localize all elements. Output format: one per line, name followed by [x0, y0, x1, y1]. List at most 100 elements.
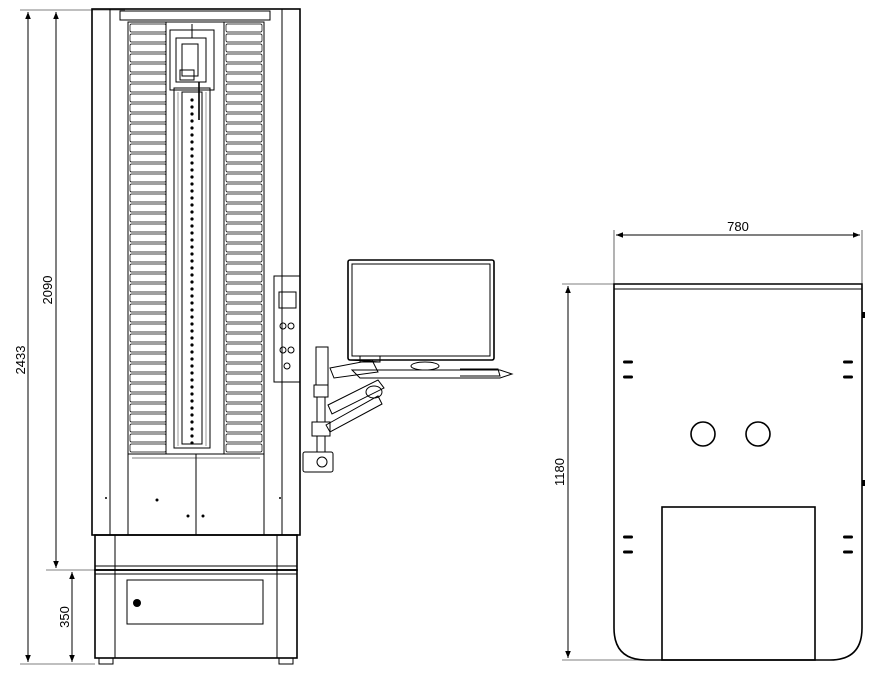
- scale-dot: [190, 231, 194, 235]
- scale-dot: [190, 378, 194, 382]
- scale-dot: [190, 301, 194, 305]
- vent-slat: [129, 83, 167, 93]
- vent-slat: [225, 303, 263, 313]
- vent-slat: [225, 373, 263, 383]
- vent-slat: [225, 153, 263, 163]
- mounting-hole: [690, 421, 716, 447]
- slot: [843, 375, 853, 379]
- scale-dot: [190, 308, 194, 312]
- vent-slat: [129, 143, 167, 153]
- vent-slat: [225, 183, 263, 193]
- control-panel: [273, 275, 301, 383]
- vent-slat: [129, 373, 167, 383]
- vent-slat: [225, 253, 263, 263]
- vent-slat: [225, 203, 263, 213]
- scale-dot: [190, 315, 194, 319]
- scale-dot: [190, 154, 194, 158]
- scale-dot: [190, 434, 194, 438]
- scale-markings: [190, 98, 194, 445]
- scale-dot: [190, 175, 194, 179]
- vent-slat: [129, 293, 167, 303]
- vent-slat: [129, 33, 167, 43]
- vent-slat: [129, 303, 167, 313]
- vent-slat: [225, 313, 263, 323]
- scale-dot: [190, 364, 194, 368]
- machine-front-view: [91, 8, 514, 665]
- vent-slat: [225, 353, 263, 363]
- vent-slat: [225, 273, 263, 283]
- vent-slat: [129, 63, 167, 73]
- vent-slat: [129, 223, 167, 233]
- vent-slat: [129, 403, 167, 413]
- vent-slat: [129, 133, 167, 143]
- scale-dot: [190, 182, 194, 186]
- scale-dot: [190, 420, 194, 424]
- vent-slat: [225, 33, 263, 43]
- vent-slat: [225, 143, 263, 153]
- scale-dot: [190, 266, 194, 270]
- vent-slat: [225, 83, 263, 93]
- scale-dot: [190, 133, 194, 137]
- dimension-overall-height: 2433: [13, 9, 125, 665]
- vent-slat: [129, 183, 167, 193]
- monitor: [347, 259, 495, 363]
- vent-slat: [129, 343, 167, 353]
- scale-dot: [190, 413, 194, 417]
- dimension-footprint-height: 1180: [552, 283, 650, 661]
- vent-slat: [225, 333, 263, 343]
- vent-slat: [129, 273, 167, 283]
- scale-dot: [190, 441, 194, 445]
- drawer-lock: [133, 599, 141, 607]
- vent-slats-left: [129, 23, 167, 453]
- vent-slat: [225, 163, 263, 173]
- vent-slat: [225, 233, 263, 243]
- depth-label: 780: [727, 219, 749, 234]
- vent-slat: [225, 423, 263, 433]
- vent-slat: [225, 323, 263, 333]
- scale-dot: [190, 161, 194, 165]
- footprint-view: [613, 283, 865, 661]
- vent-slat: [129, 43, 167, 53]
- vent-slat: [129, 393, 167, 403]
- base-cutout: [661, 506, 816, 661]
- control-knob: [287, 322, 295, 330]
- slot: [623, 535, 633, 539]
- vent-slat: [129, 23, 167, 33]
- scale-dot: [190, 287, 194, 291]
- scale-dot: [190, 168, 194, 172]
- vent-slat: [225, 133, 263, 143]
- vent-slat: [129, 123, 167, 133]
- dimension-base-height: 350: [46, 569, 96, 662]
- vent-slat: [225, 263, 263, 273]
- scale-dot: [190, 385, 194, 389]
- scale-dot: [190, 126, 194, 130]
- vent-slat: [129, 153, 167, 163]
- control-knob: [283, 362, 291, 370]
- scale-dot: [190, 210, 194, 214]
- vent-slat: [225, 403, 263, 413]
- vent-slat: [225, 293, 263, 303]
- vent-slat: [129, 163, 167, 173]
- panel-screw: [186, 514, 190, 518]
- vent-slat: [225, 93, 263, 103]
- vent-slat: [225, 363, 263, 373]
- footprint-height-label: 1180: [552, 458, 567, 486]
- overall-height-label: 2433: [13, 346, 28, 375]
- vent-slat: [225, 283, 263, 293]
- vent-slat: [225, 23, 263, 33]
- display-screen: [278, 291, 297, 309]
- slot: [623, 550, 633, 554]
- scale-dot: [190, 406, 194, 410]
- vent-slat: [129, 73, 167, 83]
- scale-dot: [190, 343, 194, 347]
- scale-dot: [190, 427, 194, 431]
- vent-slat: [129, 323, 167, 333]
- scale-dot: [190, 392, 194, 396]
- vent-slat: [225, 213, 263, 223]
- mounting-slots: [623, 360, 853, 554]
- scale-dot: [190, 119, 194, 123]
- vent-slat: [225, 433, 263, 443]
- scale-dot: [190, 105, 194, 109]
- scale-dot: [190, 238, 194, 242]
- vent-slat: [129, 413, 167, 423]
